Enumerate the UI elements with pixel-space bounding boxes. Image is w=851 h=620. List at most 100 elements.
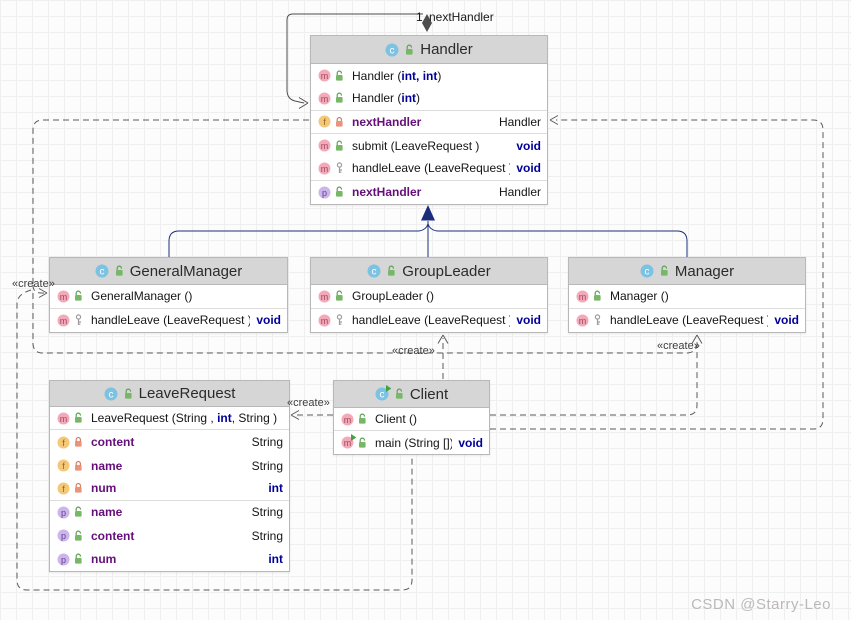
class-title: Manager (674, 262, 735, 280)
member-signature: GeneralManager () (91, 289, 193, 304)
key-icon (592, 314, 603, 326)
svg-text:m: m (60, 414, 68, 424)
member-type: void (458, 435, 483, 450)
member-row[interactable]: m submit (LeaveRequest ) void (311, 134, 547, 157)
member-row[interactable]: m Client () (334, 408, 489, 431)
lock-open-icon (592, 290, 603, 302)
class-title: Handler (420, 41, 473, 58)
class-icon: c (375, 385, 392, 401)
lock-closed-icon (73, 436, 84, 448)
member-type: void (516, 313, 541, 328)
lock-open-icon (73, 553, 84, 565)
member-signature: handleLeave (LeaveRequest ) (91, 313, 251, 328)
member-type: void (774, 313, 799, 328)
svg-text:p: p (61, 531, 66, 541)
class-title: Client (409, 385, 449, 403)
member-type: void (516, 161, 541, 176)
member-signature: num (91, 481, 117, 496)
member-row[interactable]: m handleLeave (LeaveRequest ) void (311, 157, 547, 181)
method-icon: m (318, 139, 331, 152)
method-icon: m (318, 162, 331, 175)
svg-text:m: m (321, 164, 329, 174)
member-row[interactable]: m GeneralManager () (50, 285, 287, 309)
svg-text:c: c (108, 389, 113, 400)
lock-open-icon (123, 388, 134, 400)
lock-open-icon (357, 413, 368, 425)
member-signature: Client () (375, 412, 418, 426)
self-association-edge[interactable] (286, 13, 432, 109)
property-icon: p (57, 529, 70, 542)
class-header-manager[interactable]: c Manager (569, 258, 805, 285)
class-header-client[interactable]: c Client (334, 381, 489, 408)
svg-text:f: f (62, 438, 65, 448)
lock-open-icon (114, 265, 125, 277)
member-type: Handler (498, 185, 541, 200)
inheritance-edge[interactable] (168, 205, 688, 257)
member-signature: handleLeave (LeaveRequest ) (352, 161, 511, 176)
lock-open-icon (73, 506, 84, 518)
member-signature: nextHandler (352, 185, 422, 200)
svg-text:c: c (379, 389, 384, 400)
class-icon: c (95, 264, 109, 278)
lock-open-icon (334, 92, 345, 104)
member-type: String (251, 505, 283, 520)
svg-text:m: m (344, 414, 352, 424)
lock-open-icon (659, 265, 670, 277)
member-signature: Handler (int) (352, 91, 421, 106)
lock-open-icon (73, 290, 84, 302)
property-icon: p (57, 553, 70, 566)
member-type: String (251, 458, 283, 473)
lock-open-icon (334, 290, 345, 302)
member-signature: Handler (int, int) (352, 68, 442, 83)
svg-text:m: m (321, 316, 329, 326)
dependency-bottom-bus (16, 289, 413, 591)
lock-open-icon (334, 70, 345, 82)
class-icon: c (367, 264, 381, 278)
create-label: «create» (12, 278, 55, 290)
class-icon: c (640, 264, 654, 278)
svg-text:c: c (99, 266, 104, 277)
field-icon: f (57, 482, 70, 495)
member-type: void (516, 138, 541, 153)
member-type: int (268, 552, 283, 567)
lock-open-icon (73, 412, 84, 424)
multiplicity-label: 1 (416, 10, 423, 24)
method-icon: m (341, 413, 354, 426)
key-icon (334, 162, 345, 174)
member-signature: GroupLeader () (352, 289, 435, 304)
svg-text:f: f (62, 461, 65, 471)
member-signature: submit (LeaveRequest ) (352, 138, 480, 153)
svg-text:p: p (61, 555, 66, 565)
method-icon: m (57, 290, 70, 303)
dependency-edges[interactable] (16, 119, 824, 591)
field-icon: f (57, 436, 70, 449)
